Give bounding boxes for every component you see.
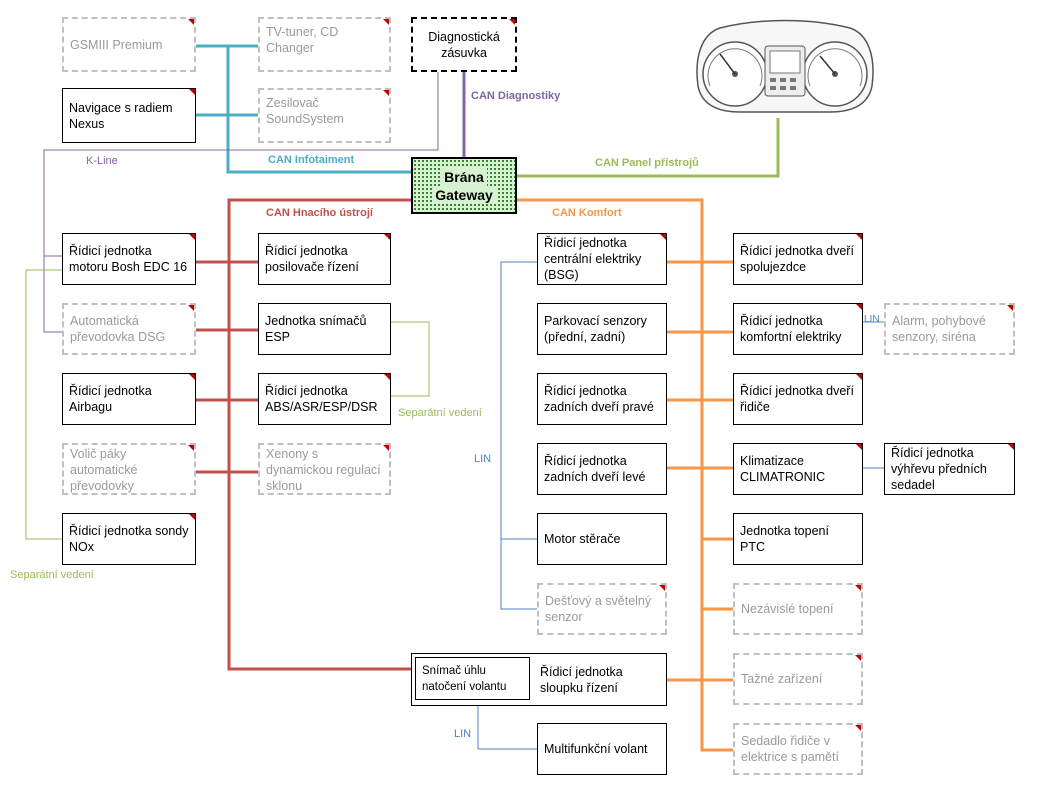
- amplifier-unit: Zesilovač SoundSystem: [258, 88, 391, 143]
- gateway-box: Brána Gateway: [411, 157, 517, 214]
- gsm-premium-unit: GSMIII Premium: [62, 17, 196, 72]
- can-drive-label: CAN Hnacího ústrojí: [266, 207, 373, 219]
- comfort-electronics-unit: Řídicí jednotka komfortní elektriky: [733, 303, 863, 355]
- tv-tuner-unit: TV-tuner, CD Changer: [258, 17, 391, 72]
- can-diagnostics-label: CAN Diagnostiky: [471, 90, 561, 102]
- alarm-sensors: Alarm, pohybové senzory, siréna: [884, 303, 1015, 355]
- rain-light-sensor: Dešťový a světelný senzor: [537, 583, 667, 635]
- gateway-subtitle: Gateway: [432, 185, 496, 204]
- wiper-motor: Motor stěrače: [537, 513, 667, 565]
- can-infotainment-wire: [196, 44, 411, 174]
- rear-left-door-unit: Řídicí jednotka zadních dveří levé: [537, 443, 667, 495]
- esp-sensor-unit: Jednotka snímačů ESP: [258, 303, 391, 355]
- rear-right-door-unit: Řídicí jednotka zadních dveří pravé: [537, 373, 667, 425]
- lin-label-alarm: LIN: [864, 314, 880, 325]
- driver-door-unit: Řídicí jednotka dveří řidiče: [733, 373, 863, 425]
- aux-heating-unit: Nezávislé topení: [733, 583, 863, 635]
- navigation-radio-unit: Navigace s radiem Nexus: [62, 88, 196, 143]
- passenger-door-unit: Řídicí jednotka dveří spolujezdce: [733, 233, 863, 285]
- can-infotainment-label: CAN Infotaiment: [268, 154, 355, 166]
- steering-angle-sensor: Snímač úhlu natočení volantu: [415, 657, 530, 700]
- separate-wiring-label-left: Separátní vedení: [10, 569, 94, 581]
- can-drive-wire: [196, 198, 411, 671]
- gear-selector-unit: Volič páky automatické převodovky: [62, 443, 196, 495]
- can-comfort-label: CAN Komfort: [552, 207, 622, 219]
- abs-esp-unit: Řídicí jednotka ABS/ASR/ESP/DSR: [258, 373, 391, 425]
- separate-wiring-label-middle: Separátní vedení: [398, 407, 482, 419]
- parking-sensors: Parkovací senzory (přední, zadní): [537, 303, 667, 355]
- airbag-control-unit: Řídicí jednotka Airbagu: [62, 373, 196, 425]
- xenon-unit: Xenony s dynamickou regulací sklonu: [258, 443, 391, 495]
- diagnostic-socket: Diagnostická zásuvka: [411, 17, 517, 72]
- gateway-title: Brána: [441, 167, 487, 186]
- engine-control-unit: Řídicí jednotka motoru Bosh EDC 16: [62, 233, 196, 285]
- k-line-wire: [43, 72, 439, 333]
- seat-heating-unit: Řídicí jednotka výhřevu předních sedadel: [884, 443, 1015, 495]
- can-panel-wire: [517, 118, 780, 178]
- nox-sensor-unit: Řídicí jednotka sondy NOx: [62, 513, 196, 565]
- can-panel-label: CAN Panel přístrojů: [595, 157, 699, 169]
- lin-label-comfort: LIN: [474, 453, 492, 465]
- separate-wiring: [25, 269, 430, 540]
- lin-label-steering: LIN: [454, 728, 472, 740]
- lin-wire: [477, 261, 884, 750]
- bsg-control-unit: Řídicí jednotka centrální elektriky (BSG…: [537, 233, 667, 285]
- steering-column-unit: Řídicí jednotka sloupku řízení: [534, 656, 664, 703]
- memory-seat-unit: Sedadlo řidiče v elektrice s pamětí: [733, 723, 863, 775]
- dsg-gearbox-unit: Automatická převodovka DSG: [62, 303, 196, 355]
- tow-hitch-unit: Tažné zařízení: [733, 653, 863, 705]
- power-steering-unit: Řídicí jednotka posilovače řízení: [258, 233, 391, 285]
- can-comfort-wire: [517, 198, 733, 752]
- instrument-cluster-icon: [696, 19, 874, 113]
- climatronic-unit: Klimatizace CLIMATRONIC: [733, 443, 863, 495]
- multifunction-wheel: Multifunkční volant: [537, 723, 667, 775]
- ptc-heater-unit: Jednotka topení PTC: [733, 513, 863, 565]
- k-line-label: K-Line: [86, 155, 118, 167]
